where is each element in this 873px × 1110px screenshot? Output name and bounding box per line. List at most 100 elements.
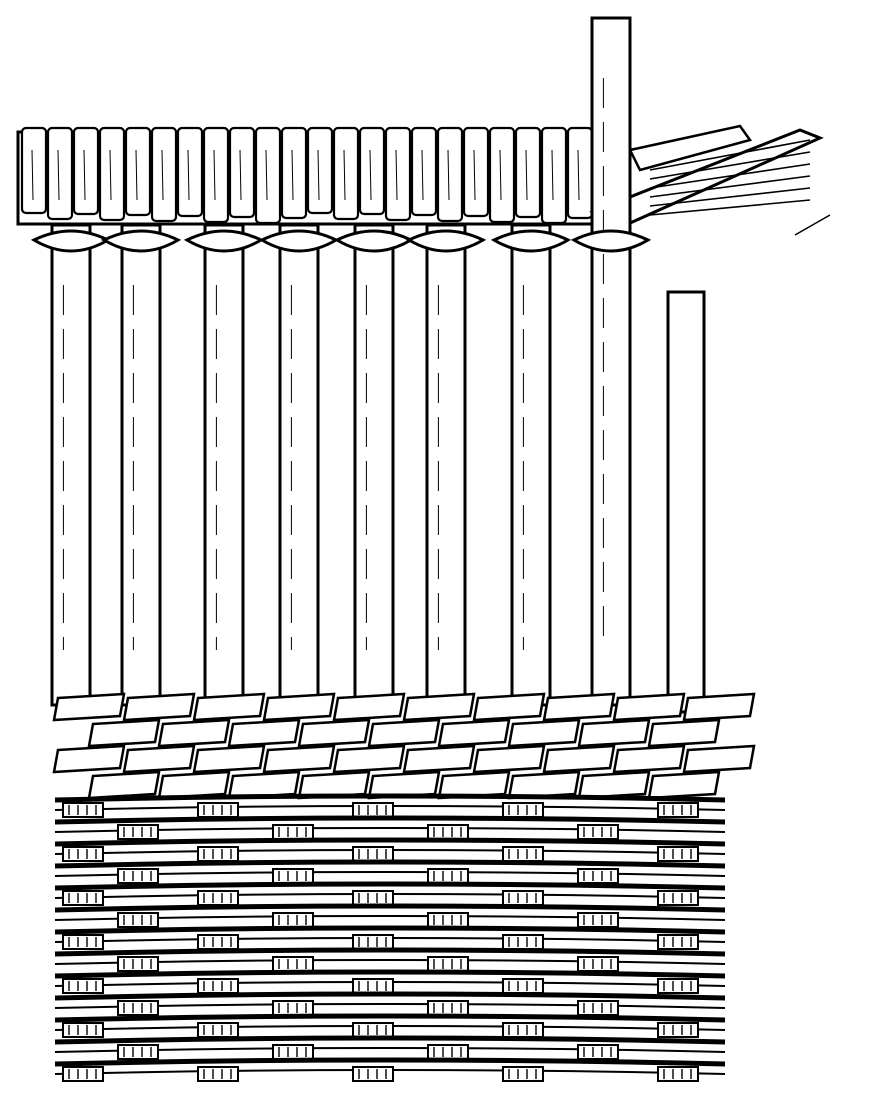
rail-stick-grain [473, 149, 476, 201]
stake-segment [657, 1066, 699, 1082]
rail-stick [410, 126, 438, 217]
stake-segment [62, 978, 104, 994]
plaited-strand [402, 744, 476, 774]
rail-stick [150, 126, 178, 223]
stake-segment [62, 934, 104, 950]
weaver-strand [54, 815, 726, 825]
plaited-strand [577, 718, 651, 748]
plaited-strand [682, 692, 756, 722]
plaited-strand [122, 744, 196, 774]
rail-stick [228, 126, 256, 219]
stake-segment [197, 1066, 239, 1082]
rail-stick [46, 126, 74, 221]
stake-segment [62, 846, 104, 862]
weaver-strand [54, 1035, 726, 1045]
rod-bundle-line [649, 199, 811, 216]
rail-stick-grain [395, 149, 398, 201]
rail-stick [332, 126, 360, 221]
plaited-strand [192, 692, 266, 722]
plaited-strand [262, 692, 336, 722]
rail-stick-grain [421, 149, 424, 201]
binding-wrap [570, 229, 652, 253]
stake [120, 223, 162, 707]
rail-stick [98, 126, 126, 222]
stake-segment [577, 824, 619, 840]
binding-wrap [258, 229, 340, 253]
stake [50, 223, 92, 707]
rail-stick [462, 126, 490, 218]
plaited-strand [542, 744, 616, 774]
rod-bundle-line [649, 139, 811, 171]
plaited-strand [577, 770, 651, 800]
stake [510, 223, 552, 707]
plaited-strand [367, 718, 441, 748]
rail-stick-grain [291, 149, 294, 201]
rail-stick-grain [369, 149, 372, 201]
rail-stick-grain [525, 149, 528, 201]
plaited-strand [507, 718, 581, 748]
rail-stick-grain [213, 149, 216, 201]
plaited-strand [332, 744, 406, 774]
rod-bundle-line [649, 163, 811, 189]
rail-stick [280, 126, 308, 220]
plaited-strand [402, 692, 476, 722]
binding-wrap [490, 229, 572, 253]
rail-stick-grain [317, 149, 320, 201]
stake-segment [657, 802, 699, 818]
stake-segment [117, 912, 159, 928]
plaited-strand [682, 744, 756, 774]
rail-stick-grain [447, 149, 450, 201]
plaited-strand [297, 718, 371, 748]
binding-wrap [183, 229, 265, 253]
rail-stick [20, 126, 48, 215]
binding-wrap [100, 229, 182, 253]
stake-segment [117, 1044, 159, 1060]
rail-stick [202, 126, 230, 224]
weaver-strand [54, 925, 726, 935]
plaited-strand [122, 692, 196, 722]
stake [278, 223, 320, 707]
plaited-strand [192, 744, 266, 774]
stake-segment [117, 1000, 159, 1016]
weaver-strand [54, 837, 726, 847]
rail-stick-grain [83, 149, 86, 201]
plaited-strand [542, 692, 616, 722]
stake-segment [657, 890, 699, 906]
rail-stick [514, 126, 542, 219]
rail-stick [488, 126, 516, 224]
stake-segment [62, 890, 104, 906]
plaited-strand [507, 770, 581, 800]
binding-wrap [405, 229, 487, 253]
binding-wrap [333, 229, 415, 253]
stake-segment [117, 956, 159, 972]
stake [203, 223, 245, 707]
extra-stake [666, 290, 706, 714]
rail-stick-grain [187, 149, 190, 201]
rail-stick-grain [31, 149, 34, 201]
plaited-strand [157, 770, 231, 800]
rail-stick [436, 126, 464, 223]
rail-stick-grain [109, 149, 112, 201]
plaited-strand [52, 744, 126, 774]
plaited-strand [647, 770, 721, 800]
stake-segment [62, 802, 104, 818]
rail-stick [124, 126, 152, 217]
weaver-strand [54, 1057, 726, 1067]
rail-stick-grain [265, 149, 268, 201]
weaver-strand [54, 793, 726, 803]
binding-wrap [30, 229, 112, 253]
rail-stick [566, 126, 594, 220]
stake-segment [577, 1000, 619, 1016]
rail-stick-grain [135, 149, 138, 201]
stake-segment [577, 1044, 619, 1060]
stake-segment [62, 1066, 104, 1082]
rod-end-mark [794, 214, 831, 236]
rail-stick [384, 126, 412, 222]
plaited-strand [262, 744, 336, 774]
rail-stick [254, 126, 282, 225]
stake-segment [502, 1066, 544, 1082]
plaited-strand [437, 718, 511, 748]
rail-stick [306, 126, 334, 215]
rod-bundle-line [649, 187, 811, 207]
rail-stick-grain [551, 149, 554, 201]
